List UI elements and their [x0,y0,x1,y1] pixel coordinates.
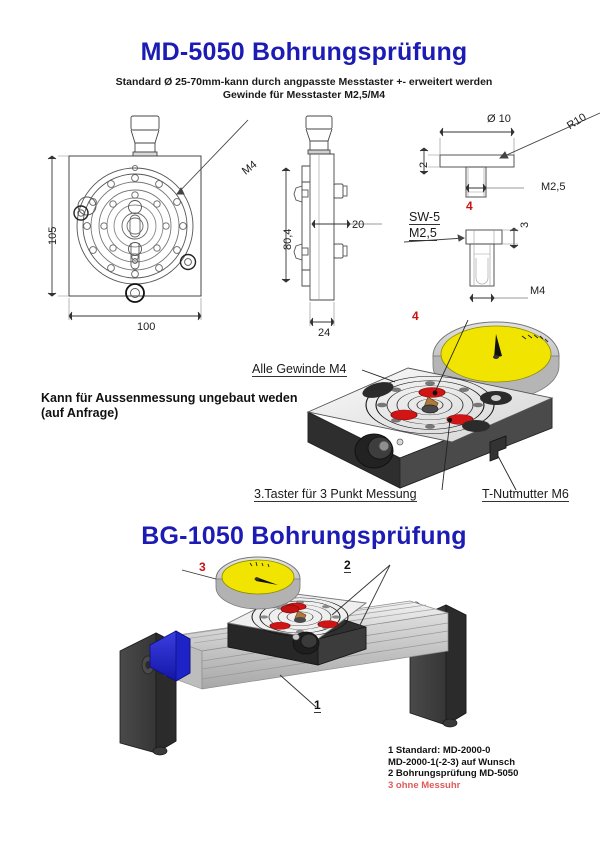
md5050-isometric-drawing [300,308,600,498]
detail-thickness-dim: 2 [418,161,430,168]
front-view-drawing [30,110,260,340]
bg1050-label-2: 2 [344,558,351,573]
iso-label-all-threads: Alle Gewinde M4 [252,362,347,377]
detail-wrench-size: SW-5 [409,210,441,225]
detail-bottom-thread-top: M2,5 [409,226,437,241]
md5050-title: MD-5050 Bohrungsprüfung [140,38,468,66]
probe-tip-detail-drawing [404,108,604,208]
detail-top-item-number: 4 [466,199,473,213]
detail-thread-m25: M2,5 [541,181,566,193]
front-view-width-dim: 100 [137,321,156,333]
bg1050-legend: 1 Standard: MD-2000-0 MD-2000-1(-2-3) au… [388,745,518,791]
side-view-height-dim: 80,4 [282,228,294,250]
legend-line-1: 1 Standard: MD-2000-0 [388,745,491,756]
front-view-height-dim: 105 [47,226,59,245]
md5050-subtitle-line2: Gewinde für Messtaster M2,5/M4 [222,89,386,101]
detail-bottom-thread-m4: M4 [530,285,546,297]
md5050-subtitle-line1: Standard Ø 25-70mm-kann durch angpasste … [115,76,493,88]
iso-label-three-point-probes: 3.Taster für 3 Punkt Messung [254,487,417,502]
side-view-width-dim: 24 [318,327,331,339]
bg1050-label-1: 1 [314,698,321,713]
iso-item-number-4: 4 [412,309,419,323]
side-view-inner-dim: 20 [352,219,365,231]
legend-line-4: 3 ohne Messuhr [388,779,461,791]
iso-label-t-nut: T-Nutmutter M6 [482,487,569,502]
detail-bottom-thickness: 3 [519,221,531,228]
note-external-line2: (auf Anfrage) [41,406,119,420]
legend-line-3: 2 Bohrungsprüfung MD-5050 [388,768,519,780]
legend-line-2: MD-2000-1(-2-3) auf Wunsch [388,756,516,768]
bg1050-label-3: 3 [199,560,206,574]
note-external-line1: Kann für Aussenmessung ungebaut weden [41,391,298,405]
detail-diameter-dim: Ø 10 [487,113,511,125]
bg1050-isometric-drawing [110,555,540,756]
bg1050-title: BG-1050 Bohrungsprüfung [141,522,467,550]
side-view-drawing [272,110,402,340]
